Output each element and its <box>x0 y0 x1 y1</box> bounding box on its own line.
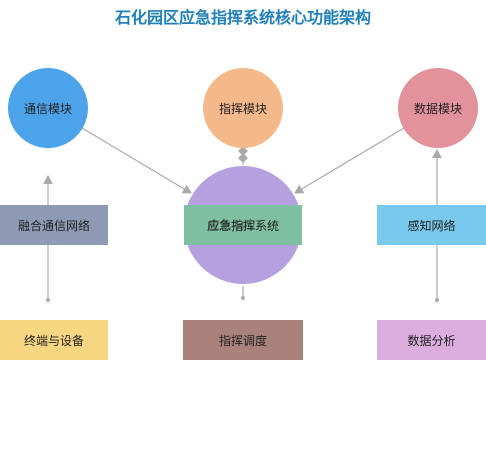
dot-right <box>435 298 439 302</box>
comm-module-circle: 通信模块 <box>8 68 88 148</box>
diagram-title: 石化园区应急指挥系统核心功能架构 <box>114 8 371 27</box>
center-label-group: 应急响应 应急指挥系统 <box>207 217 279 234</box>
comm-fusion-box: 融合通信网络 <box>0 205 108 245</box>
center-label: 应急指挥系统 <box>206 218 279 233</box>
command-module-circle: 指挥模块 <box>203 68 283 148</box>
command-dispatch-box: 指挥调度 <box>183 320 303 360</box>
diamond-command-bottom <box>238 153 248 163</box>
comm-module-label: 通信模块 <box>23 101 72 116</box>
command-module-label: 指挥模块 <box>218 101 267 116</box>
data-analysis-box: 数据分析 <box>377 320 486 360</box>
arrow-data-to-center <box>294 127 405 194</box>
terminal-devices-label: 终端与设备 <box>23 333 84 348</box>
perception-network-box: 感知网络 <box>377 205 486 245</box>
dot-center <box>241 296 245 300</box>
arrow-comm-to-center <box>81 127 192 194</box>
comm-fusion-label: 融合通信网络 <box>17 218 90 233</box>
data-module-circle: 数据模块 <box>398 68 478 148</box>
data-module-label: 数据模块 <box>413 101 462 116</box>
center-bar: 应急响应 应急指挥系统 <box>184 205 302 245</box>
data-analysis-label: 数据分析 <box>407 333 456 348</box>
dot-left <box>46 298 50 302</box>
terminal-devices-box: 终端与设备 <box>0 320 108 360</box>
perception-network-label: 感知网络 <box>407 218 456 233</box>
center-overlap-label: 应急响应 <box>207 217 256 232</box>
command-dispatch-label: 指挥调度 <box>218 333 267 348</box>
diamond-command-top <box>238 146 248 156</box>
